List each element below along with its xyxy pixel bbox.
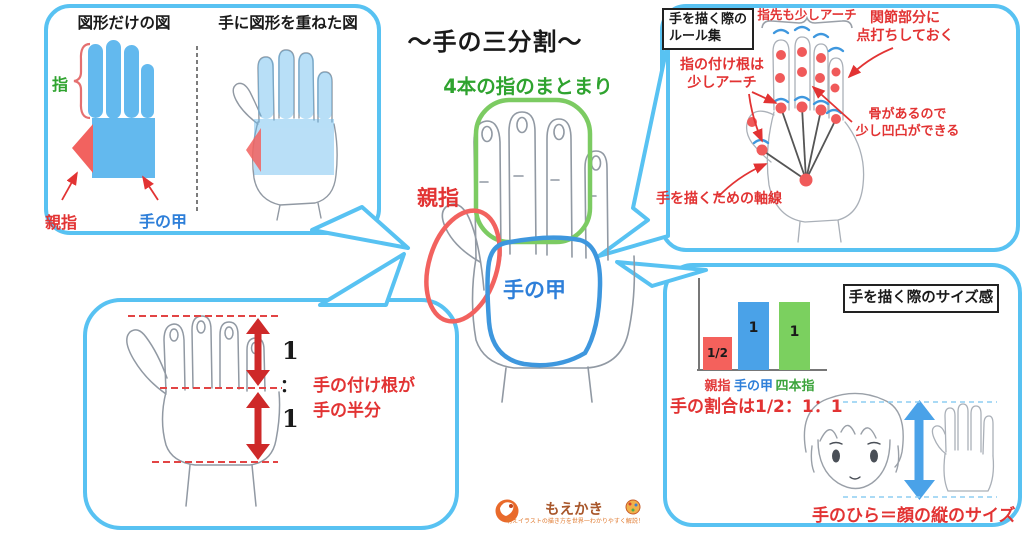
palm-outline bbox=[485, 235, 603, 368]
size-title-box: 手を描く際のサイズ感 bbox=[843, 284, 999, 313]
center-back-label: 手の甲 bbox=[503, 278, 566, 302]
center-thumb-label: 親指 bbox=[417, 186, 459, 210]
ratio-note-line1: 手の付け根が bbox=[313, 376, 415, 396]
axis-construction-lines bbox=[761, 106, 837, 181]
shapes-only-diagram bbox=[61, 40, 198, 212]
rules-title-line2: ルール集 bbox=[669, 28, 722, 44]
ratio-note-line2: 手の半分 bbox=[313, 400, 381, 421]
shapes-back-label: 手の甲 bbox=[139, 212, 188, 231]
finger-capsule bbox=[88, 44, 103, 118]
ratio-measure-arrows bbox=[246, 318, 270, 460]
joint-dots bbox=[747, 47, 841, 187]
finger-capsule bbox=[124, 45, 139, 118]
size-dashed-lines bbox=[843, 401, 997, 498]
finger-base-line2: 少しアーチ bbox=[687, 74, 757, 91]
ratio-hand-sketch bbox=[126, 315, 281, 507]
face-sketch bbox=[803, 392, 904, 490]
fingers-group-outline bbox=[473, 97, 593, 245]
fingertip-arch-note: 指先も少しアーチ bbox=[757, 7, 857, 22]
bar-chart bbox=[697, 278, 827, 371]
face-height-arrow bbox=[904, 400, 935, 500]
bone-line1: 骨があるので bbox=[868, 107, 947, 122]
palm-pointer-arrow bbox=[142, 175, 159, 201]
fingertip-brace bbox=[761, 15, 853, 29]
category-thumb: 親指 bbox=[704, 379, 731, 394]
joint-dots-note: 関節部分に 点打ちしておく bbox=[856, 10, 954, 45]
rules-hand-sketch bbox=[745, 36, 865, 243]
logo-tagline: 萌えイラストの描き方を世界一わかりやすく解説！ bbox=[506, 518, 644, 525]
thumb-triangle-overlay bbox=[246, 128, 261, 172]
ratio-lower-value: 1 bbox=[282, 404, 299, 433]
fingers-group-label: 4本の指のまとまり bbox=[443, 75, 613, 98]
face-eyes bbox=[832, 449, 878, 463]
bar-back bbox=[738, 302, 769, 370]
hand-ratio-text: 手の割合は1/2：1：1 bbox=[670, 397, 843, 417]
main-title: ～手の三分割～ bbox=[407, 28, 583, 56]
bubble-rules-tail bbox=[597, 40, 670, 258]
joint-dots-line2: 点打ちしておく bbox=[856, 27, 954, 44]
bone-line2: 少し凹凸ができる bbox=[855, 123, 960, 139]
bone-note: 骨があるので 少し凹凸ができる bbox=[845, 107, 970, 141]
palm-face-text: 手のひら＝顔の縦のサイズ bbox=[812, 506, 1016, 526]
category-back: 手の甲 bbox=[733, 379, 773, 394]
shapes-thumb-label: 親指 bbox=[45, 213, 78, 232]
logo-name: もえかき bbox=[545, 502, 603, 518]
rules-title-line1: 手を描く際の bbox=[669, 12, 748, 27]
ratio-dashed-lines bbox=[128, 315, 282, 463]
finger-brace bbox=[73, 42, 91, 120]
ratio-colon: ： bbox=[280, 376, 298, 397]
ratio-upper-value: 1 bbox=[282, 336, 299, 365]
shapes-left-title: 図形だけの図 bbox=[77, 14, 171, 32]
logo-icon bbox=[495, 499, 519, 523]
rules-title-box: 手を描く際の ルール集 bbox=[662, 8, 755, 50]
finger-base-note: 指の付け根は 少しアーチ bbox=[672, 57, 772, 92]
finger-capsule bbox=[106, 40, 121, 119]
palm-square bbox=[92, 118, 155, 178]
category-fingers: 四本指 bbox=[775, 379, 815, 394]
bar-thumb bbox=[703, 337, 732, 370]
bar-fingers bbox=[779, 302, 810, 370]
finger-base-line1: 指の付け根は bbox=[680, 57, 764, 73]
bar-label-back: 1 bbox=[748, 320, 759, 336]
bubble-shapes-tail bbox=[310, 205, 410, 250]
thumb-triangle bbox=[72, 124, 93, 173]
shapes-right-title: 手に図形を重ねた図 bbox=[218, 14, 358, 32]
axis-line-note: 手を描くための軸線 bbox=[656, 191, 782, 207]
bubble-ratio-tail bbox=[318, 252, 406, 307]
thumb-pointer-arrow bbox=[61, 171, 78, 201]
finger-capsule bbox=[141, 64, 154, 118]
ratio-note: 手の付け根が 手の半分 bbox=[313, 374, 443, 423]
bar-label-thumb: 1/2 bbox=[706, 346, 729, 360]
center-hand-sketch bbox=[441, 111, 636, 403]
bar-label-fingers: 1 bbox=[789, 324, 800, 340]
bubble-ratio-panel bbox=[83, 298, 459, 530]
rules-annotation-arrows bbox=[717, 47, 894, 198]
joint-dots-line1: 関節部分に bbox=[870, 10, 940, 26]
shapes-finger-label: 指 bbox=[52, 75, 69, 94]
size-hand-sketch bbox=[931, 403, 995, 492]
thumb-outline bbox=[424, 208, 502, 324]
hand-with-shapes-diagram bbox=[232, 49, 338, 221]
palette-icon bbox=[625, 499, 641, 515]
center-hand-outlines bbox=[424, 97, 603, 368]
